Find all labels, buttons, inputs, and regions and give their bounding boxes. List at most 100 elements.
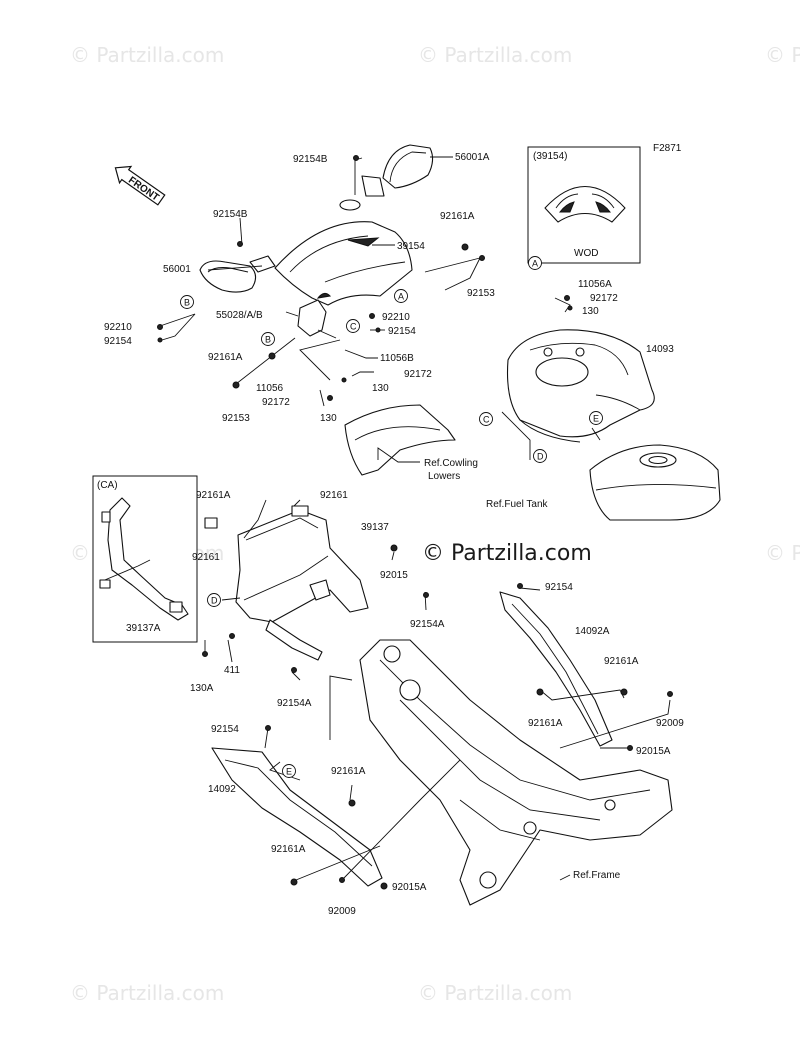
part-label: 11056A <box>578 279 612 290</box>
part-label: 92154A <box>277 698 312 709</box>
main-watermark: © Partzilla.com <box>422 541 592 566</box>
watermark: © Partzilla.com <box>765 541 800 565</box>
part-label: 11056 <box>256 383 284 394</box>
part-label: 92009 <box>656 718 684 729</box>
inset-bracket-ca: (CA) 39137A <box>92 475 198 643</box>
ref-cowling: Ref.Cowling <box>424 458 478 469</box>
part-label: 92015A <box>636 746 671 757</box>
part-label: 92015 <box>380 570 408 581</box>
svg-text:A: A <box>398 292 404 302</box>
hardware-dots <box>157 155 673 890</box>
callout-e: E <box>282 764 296 778</box>
part-label: 92009 <box>328 906 356 917</box>
main-bracket <box>204 505 369 661</box>
part-label: 92172 <box>404 369 432 380</box>
svg-text:B: B <box>184 298 190 308</box>
callout-b: B <box>180 295 194 309</box>
part-label: 92154 <box>104 336 132 347</box>
part-label: 92154B <box>213 209 248 220</box>
callout-b: B <box>261 332 275 346</box>
part-label: 39137 <box>361 522 389 533</box>
svg-text:E: E <box>286 767 292 777</box>
cowl-stay <box>297 299 337 339</box>
tank-cover <box>506 329 655 443</box>
part-label: 14093 <box>646 344 674 355</box>
part-label: 92161A <box>271 844 306 855</box>
svg-text:D: D <box>211 596 218 606</box>
watermark: © Partzilla.com <box>418 981 572 1005</box>
ref-frame: Ref.Frame <box>573 870 621 881</box>
part-label: 56001 <box>163 264 191 275</box>
svg-text:D: D <box>537 452 544 462</box>
part-label: 130 <box>372 383 389 394</box>
part-label: 92154A <box>410 619 445 630</box>
callout-d: D <box>207 593 221 607</box>
callout-a: A <box>528 256 542 270</box>
callout-d: D <box>533 449 547 463</box>
cowling-lower-ref <box>344 404 456 476</box>
callout-e: E <box>589 411 603 425</box>
fuel-tank-ref <box>589 444 721 521</box>
callout-a: A <box>394 289 408 303</box>
watermark: © Partzilla.com <box>765 43 800 67</box>
part-label: 92154 <box>211 724 239 735</box>
part-label: 92172 <box>262 397 290 408</box>
part-label: 92161 <box>192 552 220 563</box>
watermark: © Partzilla.com <box>418 43 572 67</box>
part-labels: 92154B 56001A 92154B 39154 92161A 56001 … <box>104 152 684 917</box>
svg-text:A: A <box>532 259 538 269</box>
part-label: 92210 <box>382 312 410 323</box>
part-label: 92161A <box>331 766 366 777</box>
svg-text:E: E <box>593 414 599 424</box>
callout-circles: A B C D E A B C D E <box>180 256 603 778</box>
part-label: 92172 <box>590 293 618 304</box>
inset-title: (CA) <box>97 480 118 491</box>
part-label: 39154 <box>397 241 425 252</box>
frame-ref <box>359 639 673 906</box>
leader-lines <box>159 156 671 881</box>
inset-title: (39154) <box>533 151 567 162</box>
part-label: 92161A <box>440 211 475 222</box>
part-label: 130 <box>582 306 599 317</box>
watermark: © Partzilla.com <box>70 981 224 1005</box>
upper-cowl <box>274 221 413 306</box>
front-arrow-icon: FRONT <box>114 165 166 206</box>
part-label: 14092A <box>575 626 610 637</box>
ref-fuel-tank: Ref.Fuel Tank <box>486 499 549 510</box>
side-cover-right <box>499 591 613 747</box>
side-cover-left <box>211 747 383 887</box>
part-label: 92154 <box>388 326 416 337</box>
figure-code: F2871 <box>653 143 682 154</box>
part-label: 55028/A/B <box>216 310 263 321</box>
part-label: 14092 <box>208 784 236 795</box>
part-label: 92161 <box>320 490 348 501</box>
part-label: 130A <box>190 683 214 694</box>
svg-text:B: B <box>265 335 271 345</box>
part-label: 92153 <box>467 288 495 299</box>
part-label: 11056B <box>380 353 414 364</box>
part-label: 130 <box>320 413 337 424</box>
callout-c: C <box>346 319 360 333</box>
part-label: 92161A <box>604 656 639 667</box>
ref-cowling-lowers: Lowers <box>428 471 460 482</box>
mirror-left <box>199 255 276 293</box>
part-label: 56001A <box>455 152 490 163</box>
part-label: 92154 <box>545 582 573 593</box>
part-label: 92015A <box>392 882 427 893</box>
part-label: 92161A <box>208 352 243 363</box>
part-label: 92161A <box>196 490 231 501</box>
watermark: © Partzilla.com <box>70 43 224 67</box>
callout-c: C <box>479 412 493 426</box>
part-label: 39137A <box>126 623 161 634</box>
svg-text:C: C <box>483 415 490 425</box>
part-label: 92161A <box>528 718 563 729</box>
part-label: 92153 <box>222 413 250 424</box>
part-label: 92154B <box>293 154 328 165</box>
svg-text:C: C <box>350 322 357 332</box>
mirror-right <box>339 144 434 211</box>
inset-windshield: (39154) WOD <box>527 146 641 264</box>
part-label: 411 <box>224 665 240 676</box>
part-label: 92210 <box>104 322 132 333</box>
inset-caption: WOD <box>574 248 598 259</box>
